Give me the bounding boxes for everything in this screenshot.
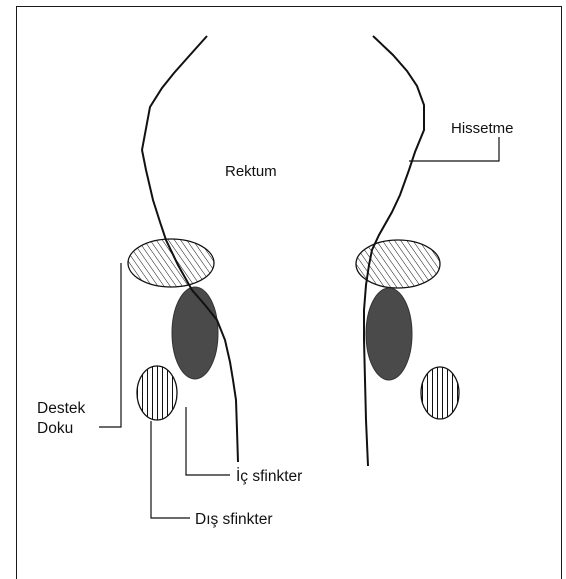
dis-sfinkter-leader-line [151, 421, 190, 518]
label-rektum: Rektum [225, 163, 277, 180]
external-sphincter-left [137, 366, 177, 420]
label-destek: Destek [37, 400, 85, 417]
external-sphincter-right [421, 367, 459, 419]
destek-doku-leader-line [99, 263, 121, 427]
rectum-anatomy-diagram: Rektum Hissetme Destek Doku İç sfinkter … [0, 0, 566, 565]
label-dis-sfinkter: Dış sfinkter [195, 511, 273, 528]
support-tissue-left [128, 239, 214, 287]
label-hissetme: Hissetme [451, 120, 514, 137]
label-ic-sfinkter: İç sfinkter [236, 467, 302, 485]
ic-sfinkter-leader-line [186, 407, 230, 475]
internal-sphincter-right [366, 288, 412, 380]
label-doku: Doku [37, 420, 73, 437]
internal-sphincter-left [172, 287, 218, 379]
hissetme-leader-line [409, 137, 499, 161]
